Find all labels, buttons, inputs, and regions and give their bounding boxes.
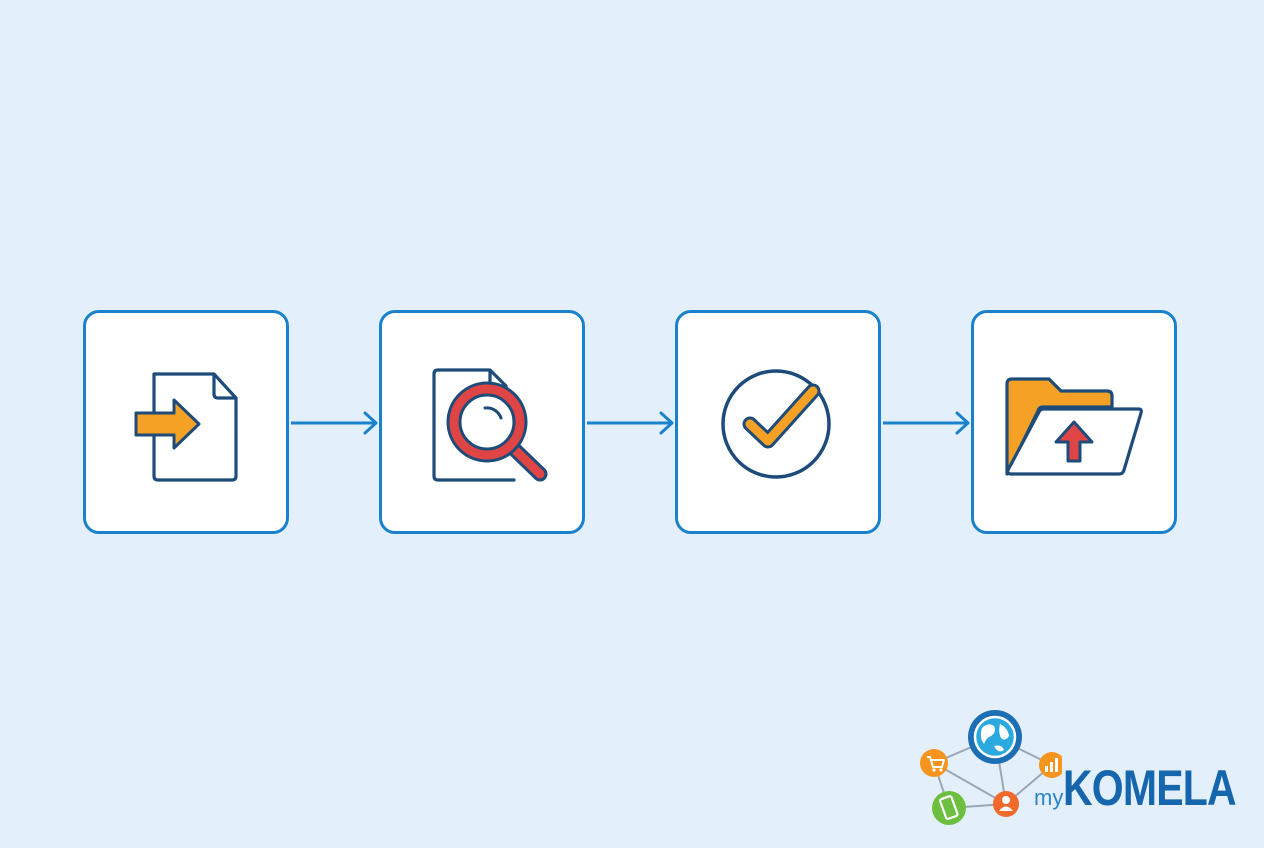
bar-chart-icon (1039, 752, 1062, 778)
logo-network-graphic (920, 710, 1062, 825)
step-3-box (675, 310, 881, 534)
connector-arrow-2 (587, 411, 674, 435)
document-search-icon (432, 368, 548, 482)
mobile-phone-icon (932, 791, 966, 825)
step-2-box (379, 310, 585, 534)
folder-upload-icon (1005, 377, 1143, 476)
globe-icon (968, 710, 1022, 764)
check-circle-icon (721, 369, 831, 479)
logo-wordmark: myKOMELA (1034, 763, 1264, 813)
cart-icon (920, 749, 948, 777)
user-icon (993, 791, 1019, 817)
step-1-box (83, 310, 289, 534)
logo-name: KOMELA (1063, 760, 1237, 816)
logo-prefix: my (1034, 785, 1064, 810)
connector-arrow-3 (883, 411, 970, 435)
file-import-icon (134, 372, 238, 482)
step-4-box (971, 310, 1177, 534)
logo: myKOMELA (912, 708, 1252, 838)
connector-arrow-1 (291, 411, 378, 435)
